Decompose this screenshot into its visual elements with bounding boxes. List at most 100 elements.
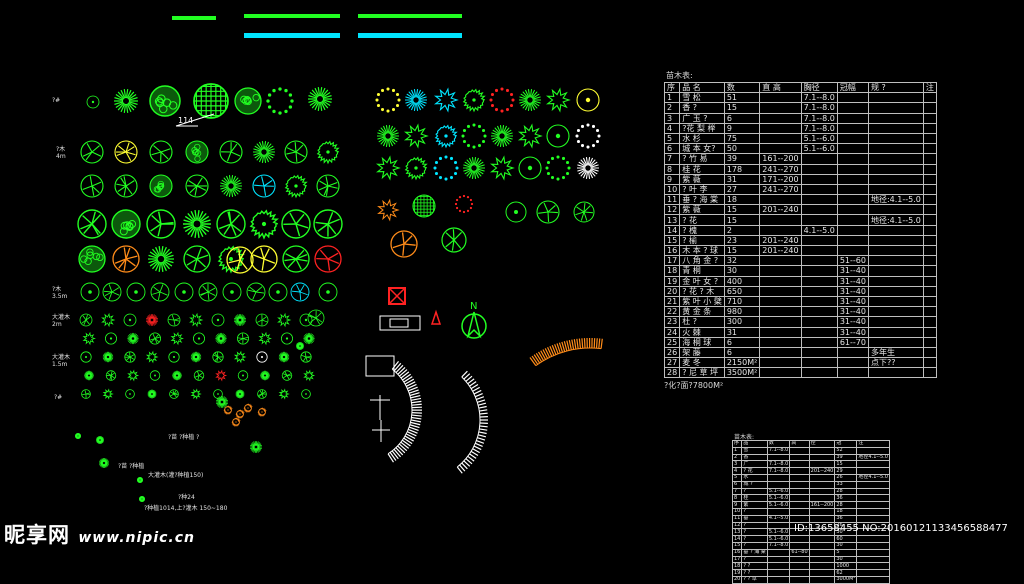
- table-cell: 9: [665, 174, 680, 184]
- table-cell: 31--40: [837, 327, 868, 337]
- table-cell: [790, 495, 809, 502]
- table-cell: 7: [733, 488, 742, 495]
- tree-symbol: [278, 314, 290, 326]
- tree-symbol: [406, 158, 427, 179]
- table-cell: [868, 113, 923, 123]
- table-cell: ?: [742, 556, 767, 563]
- table-row: 19? ?62: [733, 570, 890, 577]
- tree-symbol: [260, 371, 270, 381]
- table-cell: [923, 246, 936, 256]
- note-label: 大灌木(灌?种植150): [148, 470, 203, 479]
- tree-symbol: [548, 89, 569, 111]
- tree-symbol: [81, 352, 91, 362]
- tree-symbol: [236, 410, 244, 418]
- table-cell: [868, 246, 923, 256]
- tree-symbol: [168, 314, 180, 326]
- tree-symbol: [184, 246, 210, 272]
- table-cell: [868, 327, 923, 337]
- table-cell: 52: [835, 447, 857, 454]
- table-cell: 5.1--6.0: [767, 488, 790, 495]
- table-cell: 178: [724, 164, 759, 174]
- table-cell: 垂: [742, 515, 767, 522]
- table-cell: 地径:4.1--5.0: [868, 215, 923, 225]
- table-cell: 紫 薇: [680, 205, 725, 215]
- table-cell: [767, 570, 790, 577]
- table-cell: 杜 ?: [680, 317, 725, 327]
- table-cell: 201--240: [760, 205, 801, 215]
- table-cell: 31--40: [837, 296, 868, 306]
- table-cell: [857, 570, 890, 577]
- table-cell: 7.1--8.0: [801, 123, 837, 133]
- tree-symbol: [283, 246, 309, 272]
- tree-symbol: [150, 371, 160, 381]
- table-cell: [760, 286, 801, 296]
- table-cell: [868, 235, 923, 245]
- table-cell: ?: [742, 508, 767, 515]
- tree-symbol: [520, 125, 541, 147]
- table-cell: 15: [724, 103, 759, 113]
- table-cell: 15: [665, 235, 680, 245]
- table-cell: 17: [665, 256, 680, 266]
- tree-symbol: [279, 352, 289, 362]
- table-cell: 25: [665, 337, 680, 347]
- table-cell: 171--200: [760, 174, 801, 184]
- table-cell: 垂 ? 海 棠: [742, 549, 767, 556]
- table-cell: [837, 215, 868, 225]
- table-cell: [923, 174, 936, 184]
- tree-symbol: [234, 314, 246, 326]
- table-cell: [809, 461, 835, 468]
- tree-symbol: [186, 175, 208, 197]
- table-cell: [801, 286, 837, 296]
- table-cell: [923, 235, 936, 245]
- tree-symbol: [216, 371, 225, 380]
- hedge-strip: [358, 14, 462, 18]
- table-cell: 紫 叶 小 檗: [680, 296, 725, 306]
- table-cell: 51--60: [837, 256, 868, 266]
- tree-symbol: [127, 283, 145, 301]
- tree-symbol: [147, 210, 175, 238]
- table-cell: 62: [835, 570, 857, 577]
- table-cell: 桂: [742, 495, 767, 502]
- tree-symbol: [291, 283, 309, 301]
- table-cell: 6: [724, 337, 759, 347]
- table-cell: 15: [724, 215, 759, 225]
- table-cell: ? 尼 草 坪: [680, 368, 725, 378]
- table-cell: 2150M²: [724, 358, 759, 368]
- table-cell: [760, 296, 801, 306]
- table-cell: [767, 454, 790, 461]
- tree-symbol: [258, 408, 266, 416]
- tree-symbol: [220, 175, 242, 197]
- tree-symbol: [170, 390, 179, 399]
- table-cell: [837, 184, 868, 194]
- tree-symbol: [81, 175, 103, 197]
- table-cell: [923, 123, 936, 133]
- table-cell: 6: [724, 113, 759, 123]
- tree-symbol: [217, 210, 245, 238]
- table-cell: [790, 474, 809, 481]
- table-cell: 201--240: [760, 235, 801, 245]
- tree-symbol: [81, 283, 99, 301]
- tree-symbol: [304, 371, 313, 380]
- tree-symbol: [125, 352, 135, 362]
- table-cell: 2: [733, 454, 742, 461]
- table-cell: 15: [835, 461, 857, 468]
- table-cell: 12: [665, 205, 680, 215]
- table-cell: [868, 133, 923, 143]
- table-cell: [767, 522, 790, 529]
- tree-symbol: [303, 333, 314, 344]
- tree-symbol: [99, 458, 109, 468]
- table-cell: 5.1--6.0: [801, 144, 837, 154]
- table-cell: [837, 164, 868, 174]
- table-cell: 5.1--6.0: [767, 536, 790, 543]
- tree-symbol: [433, 155, 458, 180]
- table-cell: [923, 276, 936, 286]
- table-header-cell: 冠幅: [837, 83, 868, 93]
- tree-symbol: [213, 352, 223, 362]
